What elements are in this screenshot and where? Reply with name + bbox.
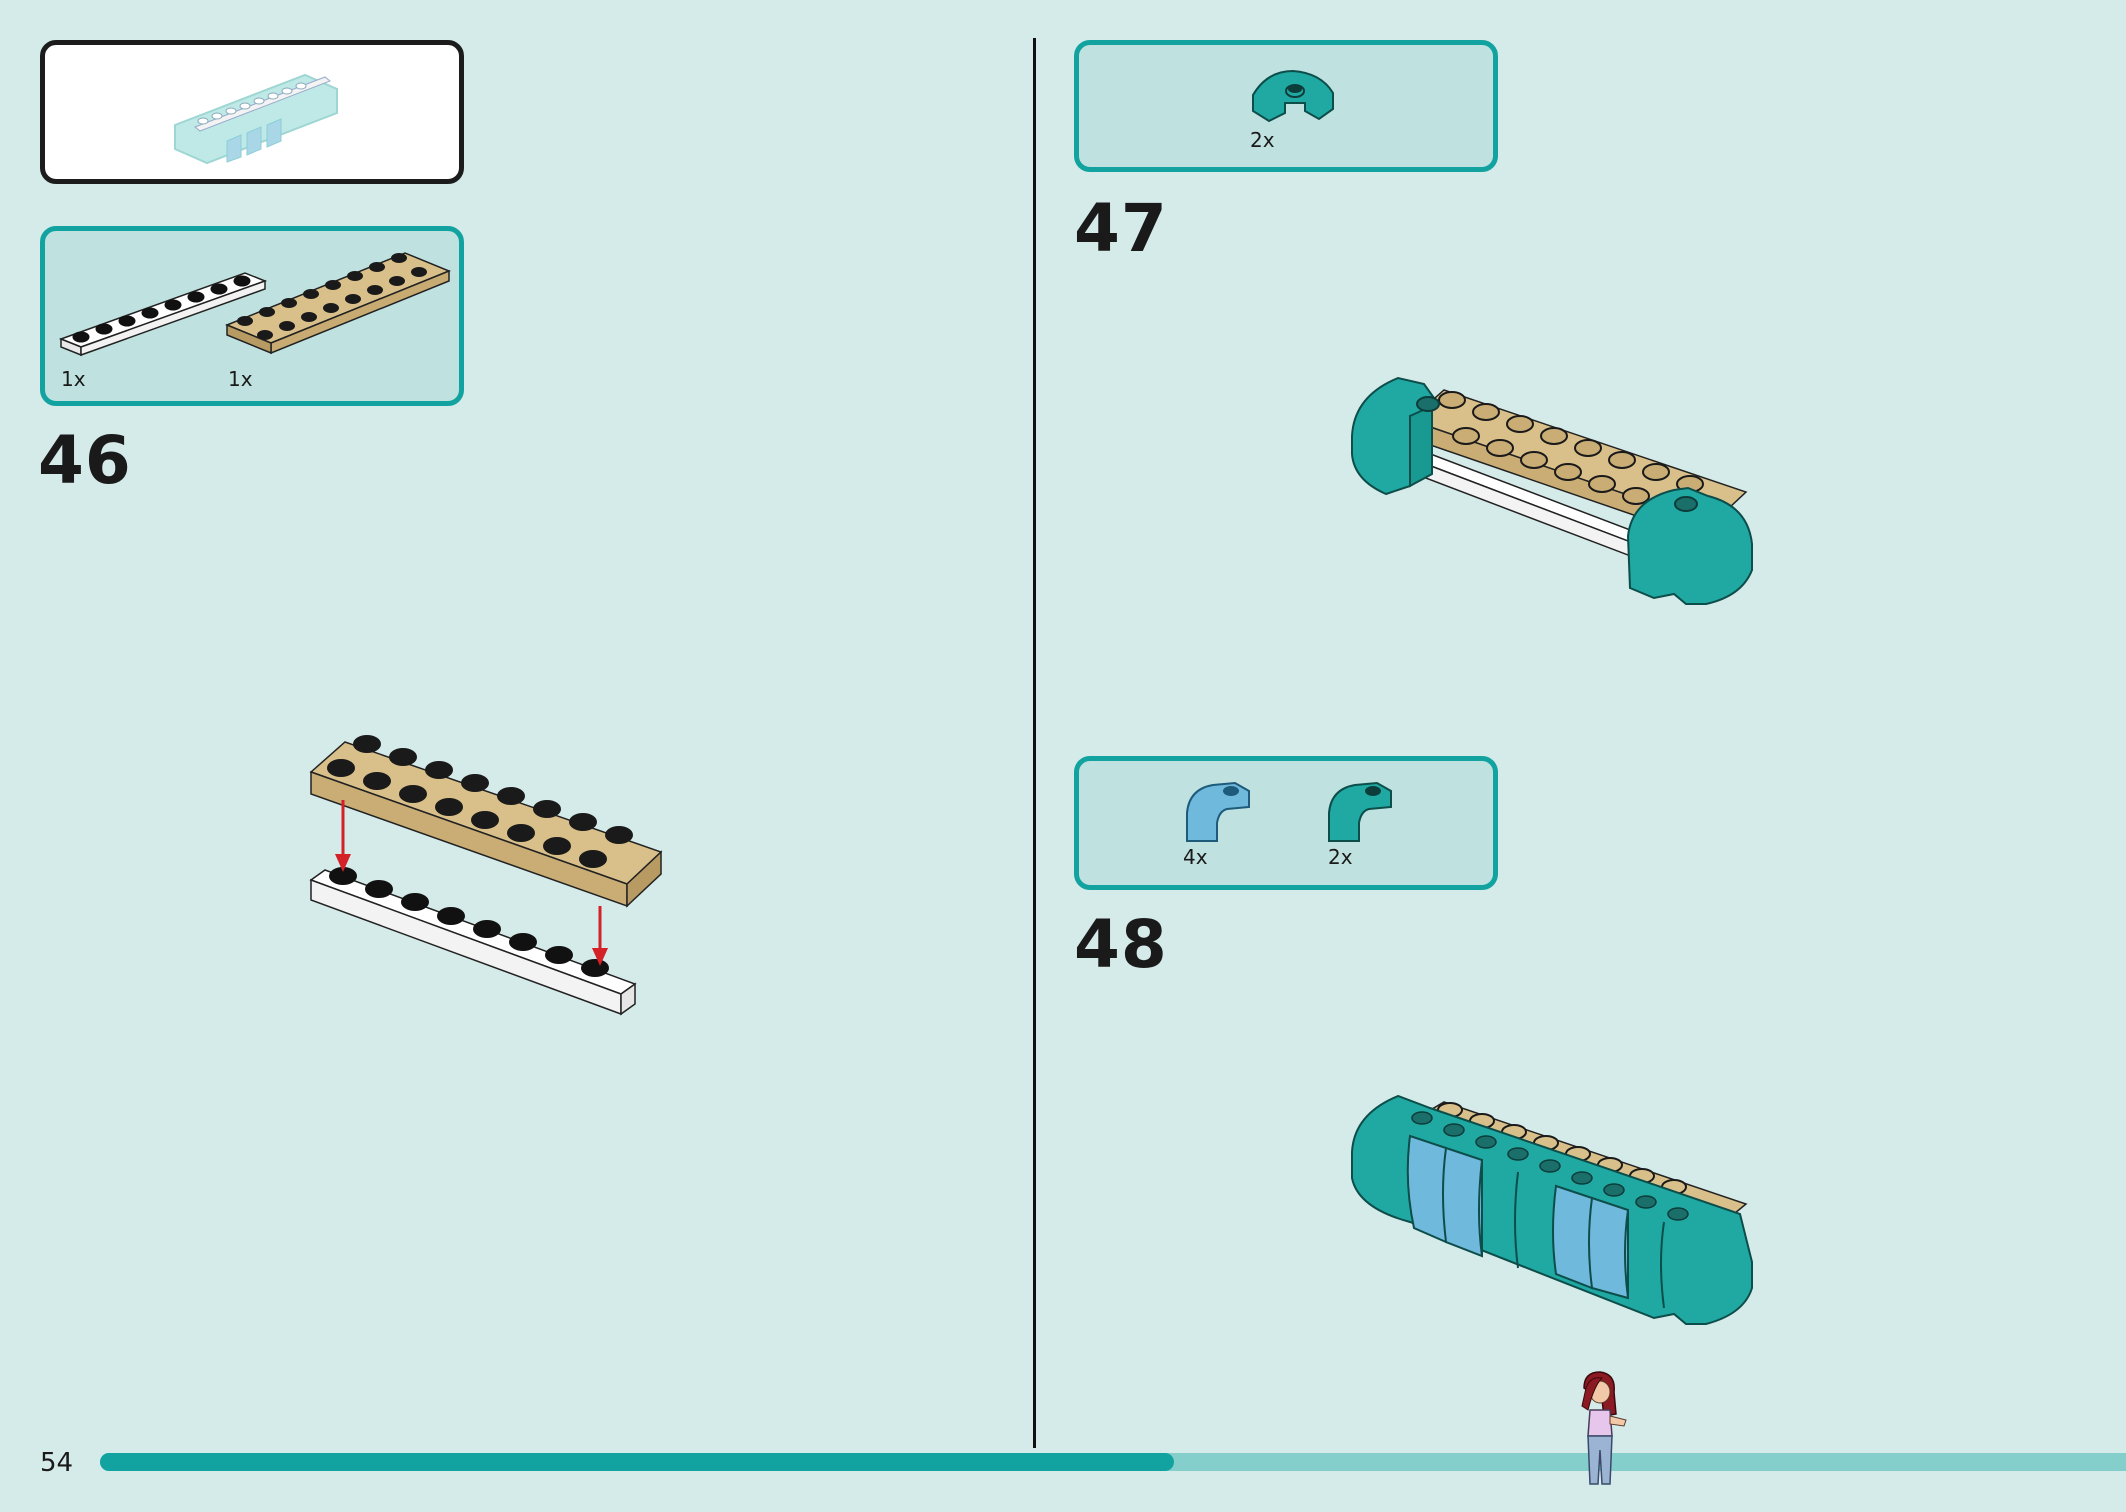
submodel-preview-box — [40, 40, 464, 184]
light-blue-curved-slope-icon — [1186, 781, 1250, 842]
step-48-parts-box: 4x 2x — [1074, 756, 1498, 890]
step-46-parts-box: 1x 1x — [40, 226, 464, 406]
progress-bar — [100, 1453, 1174, 1471]
part-qty: 4x — [1183, 845, 1208, 869]
step-number: 48 — [1074, 906, 1168, 983]
tan-plate-2x8-icon — [225, 252, 451, 355]
teal-curved-slope-icon — [1328, 781, 1392, 842]
minifigure-icon — [1581, 1371, 1627, 1485]
step-46-assembly-illustration — [309, 735, 663, 1016]
step-number: 47 — [1074, 190, 1168, 267]
step-48-assembly-illustration — [1351, 1094, 1753, 1325]
page-number: 54 — [40, 1448, 74, 1478]
white-plate-1x8-icon — [58, 272, 268, 357]
part-qty: 2x — [1328, 845, 1353, 869]
step-number: 46 — [38, 422, 132, 499]
part-qty: 1x — [228, 367, 253, 391]
submodel-preview-icon — [174, 73, 338, 165]
step-47-parts-box: 2x — [1074, 40, 1498, 172]
column-divider — [1033, 38, 1036, 1448]
teal-curved-brick-icon — [1252, 69, 1334, 123]
part-qty: 2x — [1250, 128, 1275, 152]
part-qty: 1x — [61, 367, 86, 391]
step-47-assembly-illustration — [1351, 376, 1753, 605]
